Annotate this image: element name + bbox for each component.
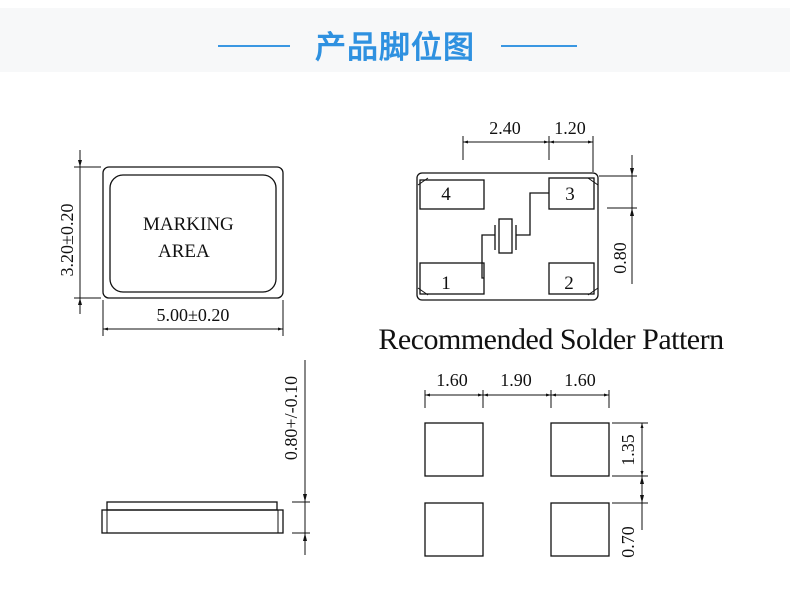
sp-dim-right-label: 1.60	[564, 370, 596, 390]
sp-dim-height-label: 1.35	[618, 434, 638, 466]
side-lid	[106, 501, 278, 511]
header-banner: 产品脚位图	[0, 8, 790, 72]
side-base	[101, 509, 284, 534]
header-right-rule	[501, 45, 577, 47]
solder-pad-bottom-right	[550, 502, 610, 557]
page-title: 产品脚位图	[315, 30, 475, 66]
sp-dim-gap-label-vertical: 0.70	[618, 526, 638, 558]
crystal-wiring	[481, 192, 549, 279]
marking-label: MARKING	[143, 214, 234, 235]
pad-1-label: 1	[441, 273, 451, 294]
package-outline	[102, 166, 284, 299]
marking-area-outline	[109, 174, 277, 293]
solder-pad-top-right	[550, 422, 610, 477]
sp-dim-gap-label: 1.90	[500, 370, 532, 390]
dim-pad-height-label: 0.80	[610, 242, 630, 274]
header-left-rule	[218, 45, 290, 47]
pad-2	[548, 262, 595, 295]
height-dim-label: 3.20±0.20	[57, 204, 77, 277]
pad-1	[419, 262, 485, 295]
dim-pad-spacing-label: 2.40	[489, 118, 521, 138]
side-view: 0.80+/-0.10	[101, 360, 310, 555]
bottom-view: 1 2 3 4 2.40 1.20 0.80	[416, 118, 637, 301]
sp-dim-left-label: 1.60	[436, 370, 468, 390]
pad-3-label: 3	[565, 184, 575, 205]
width-dim-label: 5.00±0.20	[157, 305, 230, 325]
pad-4-label: 4	[441, 184, 451, 205]
pad-4	[419, 179, 485, 210]
crystal-symbol	[498, 218, 513, 254]
solder-pad-bottom-left	[424, 502, 484, 557]
dim-pad-width-label: 1.20	[554, 118, 586, 138]
area-label: AREA	[158, 241, 210, 262]
pad-2-label: 2	[564, 273, 574, 294]
side-dim-label: 0.80+/-0.10	[281, 376, 301, 460]
solder-pattern-title: Recommended Solder Pattern	[378, 323, 724, 356]
sp-dim-gap-arrows	[640, 476, 644, 503]
package-outline-bottom	[416, 172, 599, 301]
corner-chamfers	[417, 177, 599, 296]
solder-pad-top-left	[424, 422, 484, 477]
solder-pattern: Recommended Solder Pattern 1.60 1.90 1.6…	[378, 323, 724, 558]
top-view: MARKING AREA 3.20±0.20 5.00±0.20	[57, 150, 284, 336]
